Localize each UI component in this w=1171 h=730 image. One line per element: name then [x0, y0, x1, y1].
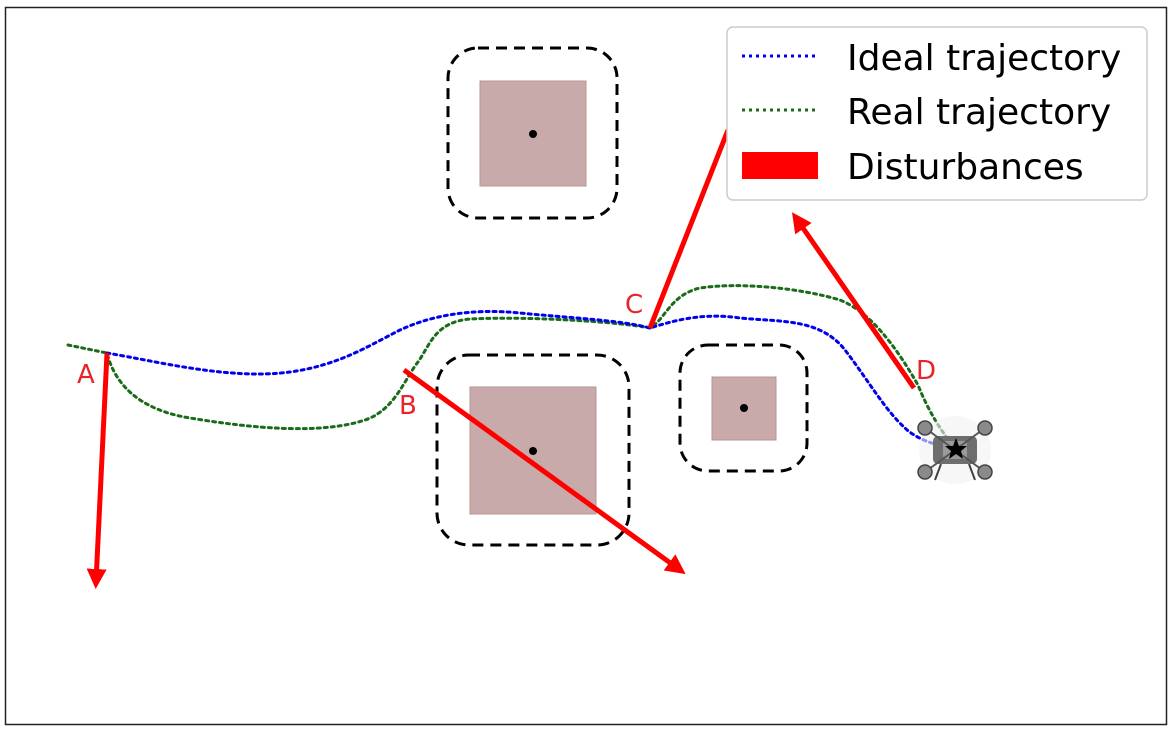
legend-disturbance-swatch — [742, 152, 818, 179]
point-label-b: B — [399, 391, 417, 421]
obstacle-small-safety-boundary — [678, 343, 809, 473]
obstacle-small — [678, 343, 809, 473]
disturbance-arrow-c-shaft — [647, 129, 731, 329]
point-label-a: A — [77, 360, 95, 390]
legend-ideal-label: Ideal trajectory — [847, 38, 1121, 79]
legend-disturbance-label: Disturbances — [847, 147, 1084, 188]
disturbance-arrow-b — [402, 367, 686, 575]
point-label-d: D — [916, 356, 936, 386]
point-label-c: C — [625, 290, 643, 320]
legend-real-label: Real trajectory — [847, 92, 1111, 133]
disturbance-arrow-a — [86, 352, 110, 589]
obstacle-middle-center — [529, 447, 537, 455]
obstacle-top — [446, 46, 619, 220]
ideal-trajectory — [105, 310, 957, 450]
legend: Ideal trajectory Real trajectory Disturb… — [726, 26, 1148, 201]
star-icon — [945, 438, 967, 459]
disturbance-arrow-d — [792, 212, 917, 390]
legend-box — [726, 26, 1148, 201]
obstacle-top-safety-boundary — [446, 46, 619, 220]
obstacle-top-center — [529, 130, 537, 138]
obstacle-middle-safety-boundary — [435, 353, 631, 547]
obstacle-small-center — [740, 404, 748, 412]
